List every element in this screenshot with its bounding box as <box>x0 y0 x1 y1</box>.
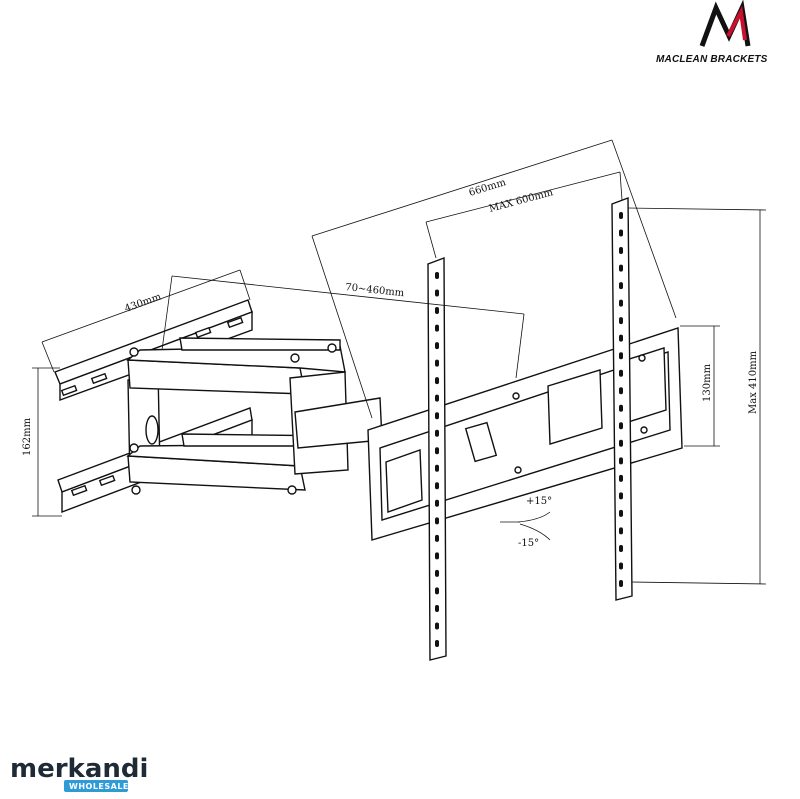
mounting-slot <box>435 482 439 490</box>
mounting-slot <box>619 422 623 430</box>
mounting-slot <box>619 544 623 552</box>
mounting-slot <box>435 289 439 297</box>
mounting-slot <box>435 359 439 367</box>
mounting-slot <box>619 509 623 517</box>
mounting-slot <box>435 307 439 315</box>
mounting-slot <box>435 464 439 472</box>
tilt-up-label: +15° <box>526 496 552 507</box>
mounting-slot <box>619 474 623 482</box>
wall-plate-height-label: 162mm <box>22 417 33 456</box>
mounting-slot <box>619 562 623 570</box>
plate-height-label: 130mm <box>702 363 713 402</box>
mounting-slot <box>619 439 623 447</box>
mounting-slot <box>619 299 623 307</box>
maclean-logo: MACLEAN BRACKETS <box>656 0 768 65</box>
mounting-slot <box>435 377 439 385</box>
mounting-slot <box>435 412 439 420</box>
mounting-slot <box>435 604 439 612</box>
tv-adaptor-plate <box>367 327 683 541</box>
articulated-arms <box>126 337 383 495</box>
mounting-slot <box>619 527 623 535</box>
logo-accent-icon <box>726 5 747 41</box>
wall-plate-width-label: 430mm <box>123 291 163 315</box>
extension-label: 70~460mm <box>345 282 405 299</box>
tilt-down-label: -15° <box>518 538 539 549</box>
mounting-slot <box>435 640 439 647</box>
mounting-slot <box>619 580 623 587</box>
mounting-slot <box>435 324 439 332</box>
watermark-badge <box>64 780 128 792</box>
vesa-arm-right <box>611 196 633 601</box>
watermark-name: merkandi <box>10 754 148 784</box>
mounting-slot <box>435 342 439 350</box>
mounting-slot <box>619 317 623 325</box>
mounting-slot <box>619 404 623 412</box>
mounting-slot <box>435 272 439 279</box>
mounting-slot <box>619 282 623 290</box>
max-vesa-width-label: MAX 600mm <box>488 187 555 215</box>
mounting-slot <box>619 352 623 360</box>
brand-name: MACLEAN BRACKETS <box>656 54 768 65</box>
mounting-slot <box>619 369 623 377</box>
mounting-slot <box>435 394 439 402</box>
mounting-slot <box>435 517 439 525</box>
mounting-slot <box>435 587 439 595</box>
mounting-slot <box>619 457 623 465</box>
mounting-slot <box>435 499 439 507</box>
mounting-slot <box>619 212 623 219</box>
mounting-slot <box>619 387 623 395</box>
mounting-slot <box>619 247 623 255</box>
mounting-slot <box>619 229 623 237</box>
overall-width-label: 660mm <box>468 177 508 199</box>
mounting-slot <box>435 429 439 437</box>
max-vesa-height-label: Max 410mm <box>748 350 759 414</box>
mounting-slot <box>619 492 623 500</box>
mounting-slot <box>619 334 623 342</box>
merkandi-watermark: merkandi WHOLESALE <box>10 754 148 792</box>
mounting-slot <box>435 534 439 542</box>
mounting-slot <box>435 447 439 455</box>
mounting-slot <box>435 552 439 560</box>
dimension-lines <box>32 139 767 585</box>
watermark-badge-text: WHOLESALE <box>69 782 129 791</box>
mounting-slot <box>435 622 439 630</box>
mounting-slot <box>435 569 439 577</box>
mounting-slot <box>619 264 623 272</box>
vesa-arm-left <box>427 256 447 661</box>
